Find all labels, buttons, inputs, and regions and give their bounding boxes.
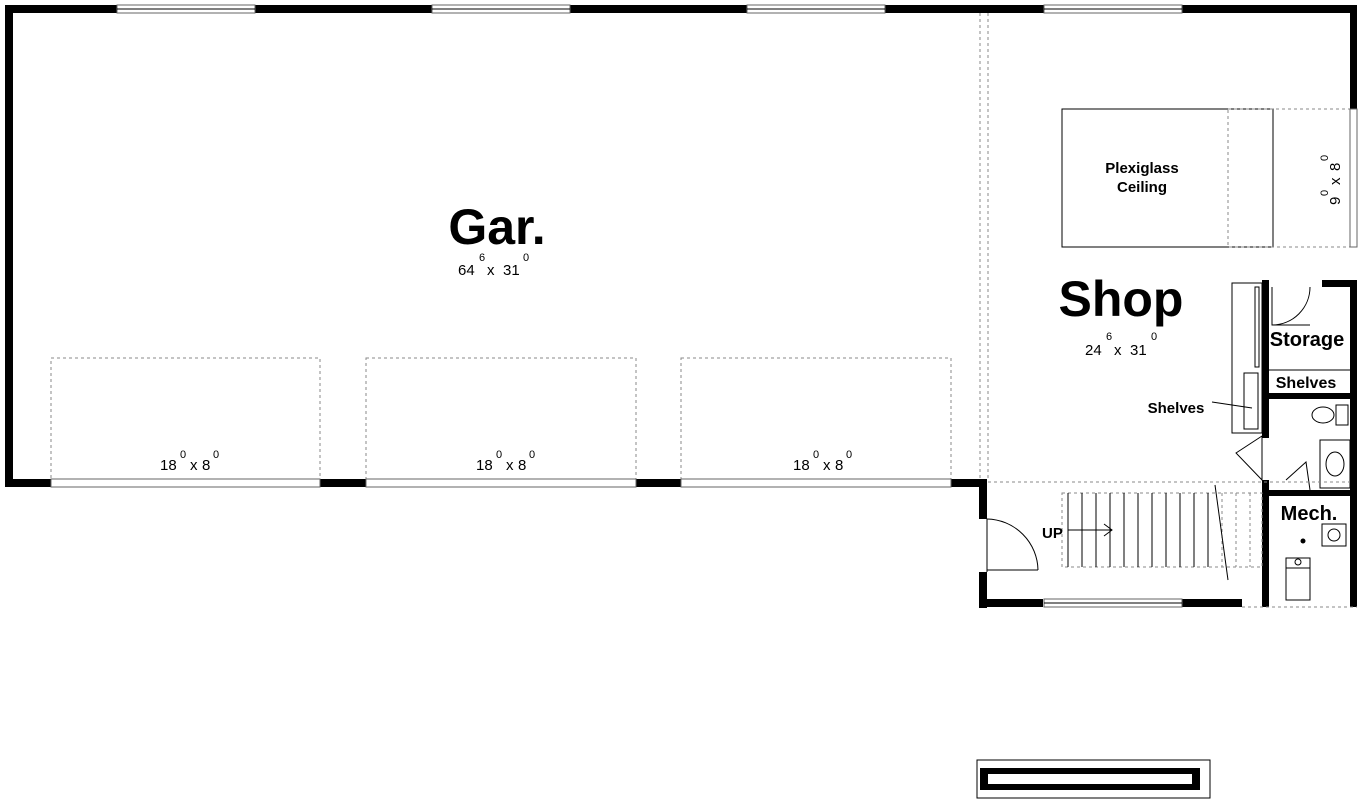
side-door-dim: 9 0 x 8 0 (1319, 155, 1344, 205)
garage-dim-w: 64 (458, 262, 475, 279)
svg-text:0: 0 (813, 449, 819, 461)
storage-label: Storage (1270, 329, 1344, 351)
mech-label: Mech. (1281, 503, 1338, 525)
svg-text:0: 0 (1319, 155, 1331, 161)
shop-shelves-label: Shelves (1148, 400, 1205, 417)
shop-dim-d: 31 (1130, 342, 1147, 359)
svg-text:x: x (1327, 177, 1344, 185)
svg-text:0: 0 (1151, 331, 1157, 343)
scale-bar (976, 759, 1211, 799)
svg-text:0: 0 (523, 252, 529, 264)
garage-dim-d: 31 (503, 262, 520, 279)
plexiglass-label-1: Plexiglass (1105, 160, 1178, 177)
side-garage-door (1349, 108, 1358, 248)
garage-door-dim: 18 0 x 8 0 (476, 449, 535, 474)
svg-text:0: 0 (529, 449, 535, 461)
svg-text:0: 0 (180, 449, 186, 461)
svg-text:8: 8 (518, 457, 526, 474)
svg-text:8: 8 (202, 457, 210, 474)
svg-text:0: 0 (846, 449, 852, 461)
svg-text:0: 0 (496, 449, 502, 461)
svg-text:0: 0 (213, 449, 219, 461)
svg-text:18: 18 (793, 457, 810, 474)
svg-text:x: x (506, 457, 514, 474)
svg-text:8: 8 (835, 457, 843, 474)
garage-label: Gar. (448, 199, 545, 255)
storage-shelves-label: Shelves (1276, 375, 1337, 392)
plexiglass-label-2: Ceiling (1117, 179, 1167, 196)
shop-dim-w: 24 (1085, 342, 1102, 359)
svg-text:x: x (1114, 342, 1122, 359)
entry-door[interactable] (986, 518, 1039, 572)
svg-text:9: 9 (1327, 197, 1344, 205)
garage-door-dim: 18 0 x 8 0 (160, 449, 219, 474)
svg-text:18: 18 (160, 457, 177, 474)
svg-text:x: x (487, 262, 495, 279)
stairs-up-label: UP (1042, 525, 1063, 542)
svg-text:6: 6 (1106, 331, 1112, 343)
svg-text:18: 18 (476, 457, 493, 474)
garage-door-dim: 18 0 x 8 0 (793, 449, 852, 474)
svg-text:6: 6 (479, 252, 485, 264)
svg-text:0: 0 (1319, 190, 1331, 196)
stairs[interactable] (1061, 484, 1263, 581)
garage-door-outlines (50, 357, 952, 488)
interior-walls (1231, 280, 1357, 607)
svg-text:8: 8 (1327, 163, 1344, 171)
shop-label: Shop (1059, 271, 1184, 327)
svg-text:x: x (190, 457, 198, 474)
plexiglass-ceiling-area (1061, 108, 1358, 248)
windows (116, 4, 1183, 608)
svg-text:x: x (823, 457, 831, 474)
